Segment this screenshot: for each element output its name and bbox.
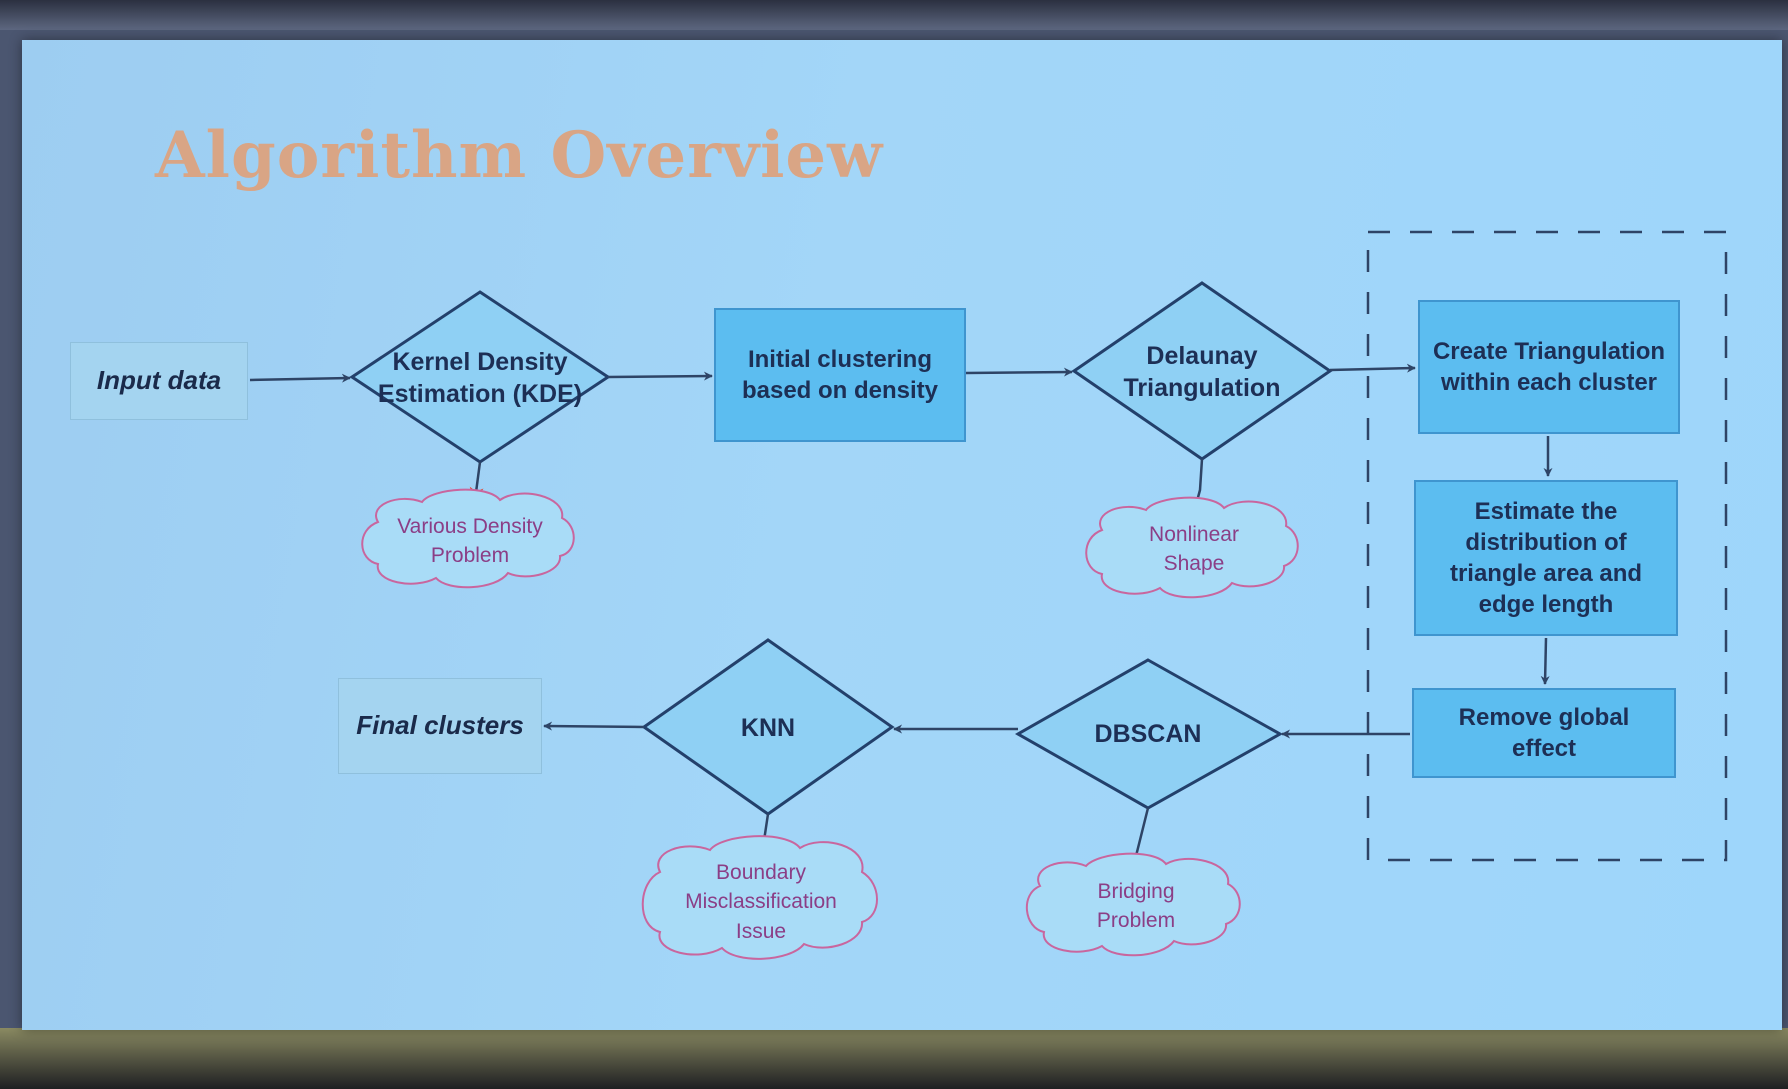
arrow-initial-to-delaunay [965,367,1073,377]
initial-clustering-box: Initial clustering based on density [714,308,966,442]
slide-title: Algorithm Overview [155,118,884,193]
density-issue-cloud [361,488,575,589]
arrow-estimate-to-remove [1540,637,1550,685]
final-clusters-box: Final clusters [338,678,542,774]
nonlinear-issue-label: Nonlinear Shape [1149,522,1239,575]
boundary-issue-label: Boundary Misclassification Issue [685,860,837,943]
arrow-input-to-kde [249,373,351,383]
dbscan-label: DBSCAN [1094,719,1202,748]
remove-global-effect-box: Remove global effect [1412,688,1676,778]
estimate-distribution-box: Estimate the distribution of triangle ar… [1414,480,1678,636]
create-triangulation-box: Create Triangulation within each cluster [1418,300,1680,434]
density-issue-label: Various Density Problem [397,514,543,567]
arrow-kde-to-initial [607,371,713,381]
bridging-issue-label: Bridging Problem [1096,879,1176,932]
refinement-group-boundary [1366,230,1728,862]
input-data-box: Input data [70,342,248,420]
arrow-knn-to-final [543,721,645,731]
bridging-issue-cloud [1025,852,1241,957]
arrow-delaunay-to-create [1329,363,1416,373]
knn-label: KNN [740,713,796,742]
nonlinear-issue-cloud [1085,496,1299,599]
room-background-top [0,0,1788,30]
boundary-issue-cloud [641,835,878,960]
delaunay-label: Delaunay Triangulation [1123,341,1281,403]
room-background-bottom [0,1028,1788,1089]
kde-label: Kernel Density Estimation (KDE) [377,347,583,409]
